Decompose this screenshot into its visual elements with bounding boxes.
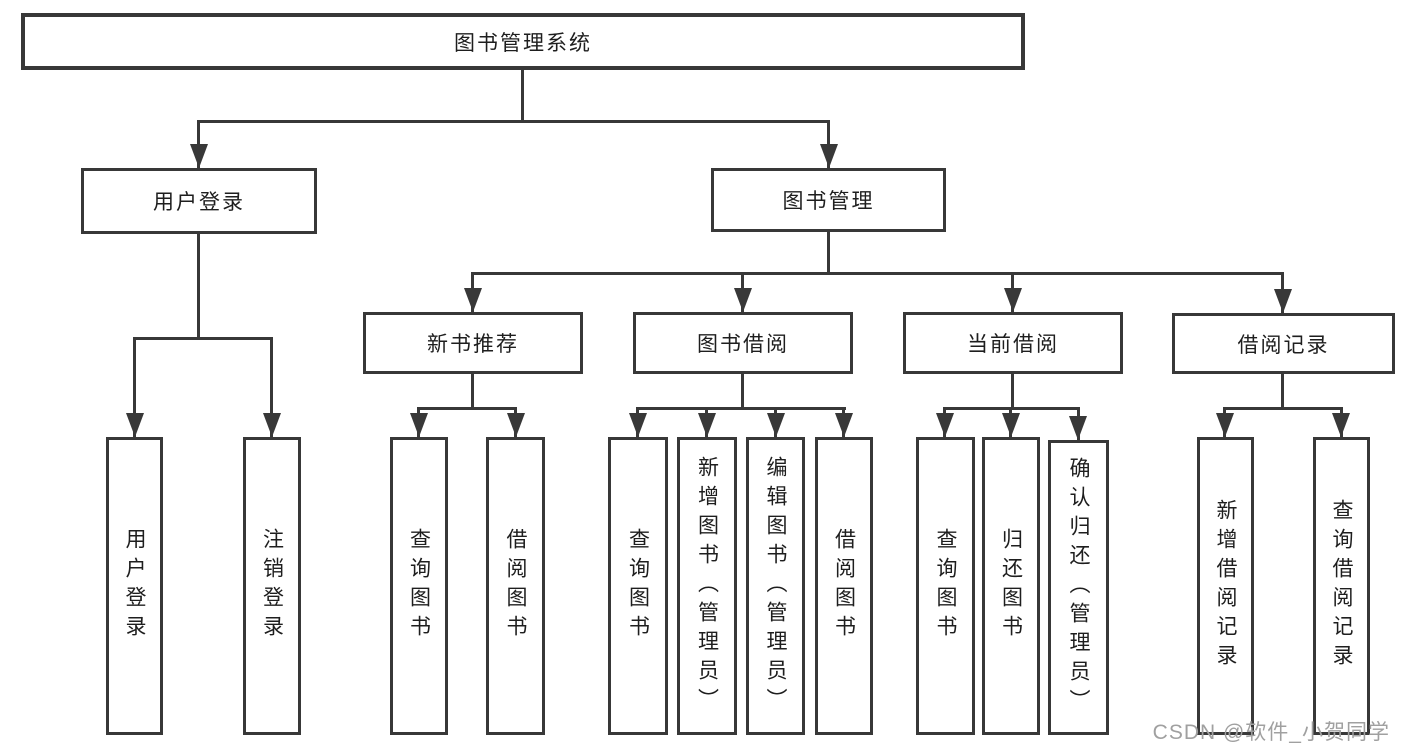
leaf-nb-borrow-books-label: 借阅图书 (504, 528, 527, 644)
arrowhead-leaf-user-login (126, 413, 144, 437)
node-new-book-recommend: 新书推荐 (363, 312, 583, 374)
arrowhead-borrow-records (1274, 289, 1292, 313)
edge-rc-bus (1223, 407, 1343, 410)
arrowhead-book-management (820, 144, 838, 168)
arrowhead-new-book-recommend (464, 288, 482, 312)
node-book-management-label: 图书管理 (782, 190, 875, 213)
edge-user-login-bus (133, 337, 273, 340)
arrowhead-nb-query (410, 413, 428, 437)
leaf-rc-query-record: 查询借阅记录 (1313, 437, 1370, 735)
leaf-cb-confirm-return-admin: 确认归还（管理员） (1048, 440, 1109, 735)
edge-drop-leaf-logout (270, 337, 273, 437)
leaf-rc-query-record-label: 查询借阅记录 (1330, 499, 1353, 673)
leaf-cb-confirm-return-admin-label: 确认归还（管理员） (1067, 457, 1090, 718)
leaf-nb-query-books-label: 查询图书 (407, 528, 431, 644)
node-book-borrow: 图书借阅 (633, 312, 853, 374)
leaf-nb-query-books: 查询图书 (390, 437, 448, 735)
arrowhead-nb-borrow (507, 413, 525, 437)
edge-cb-stub (1011, 374, 1014, 407)
node-book-management: 图书管理 (711, 168, 946, 232)
leaf-logout: 注销登录 (243, 437, 301, 735)
leaf-bb-edit-books-admin: 编辑图书（管理员） (746, 437, 805, 735)
edge-bb-bus (636, 407, 846, 410)
arrowhead-cb-return (1002, 413, 1020, 437)
leaf-bb-edit-books-admin-label: 编辑图书（管理员） (764, 455, 787, 717)
leaf-bb-borrow-books: 借阅图书 (815, 437, 873, 735)
node-user-login-label: 用户登录 (153, 191, 245, 214)
arrowhead-cb-query (936, 413, 954, 437)
leaf-user-login: 用户登录 (106, 437, 163, 735)
leaf-bb-borrow-books-label: 借阅图书 (832, 528, 856, 644)
leaf-nb-borrow-books: 借阅图书 (486, 437, 545, 735)
edge-bb-stub (741, 374, 744, 407)
arrowhead-cb-confirm (1069, 416, 1087, 440)
leaf-cb-return-books: 归还图书 (982, 437, 1040, 735)
arrowhead-leaf-logout (263, 413, 281, 437)
node-root-label: 图书管理系统 (454, 31, 592, 55)
edge-drop-leaf-user-login (133, 337, 136, 437)
leaf-bb-add-books-admin-label: 新增图书（管理员） (695, 455, 719, 717)
leaf-logout-label: 注销登录 (260, 528, 284, 644)
leaf-cb-return-books-label: 归还图书 (999, 528, 1023, 644)
arrowhead-bb-borrow (835, 413, 853, 437)
node-root: 图书管理系统 (21, 13, 1025, 70)
leaf-cb-query-books: 查询图书 (916, 437, 975, 735)
edge-book-management-stub (827, 232, 830, 272)
arrowhead-rc-query (1332, 413, 1350, 437)
node-book-borrow-label: 图书借阅 (697, 333, 789, 356)
node-borrow-records-label: 借阅记录 (1237, 333, 1330, 357)
arrowhead-bb-add (698, 413, 716, 437)
leaf-user-login-label: 用户登录 (123, 528, 146, 644)
edge-level3-bus (471, 272, 1284, 275)
edge-rc-stub (1281, 374, 1284, 407)
arrowhead-user-login (190, 144, 208, 168)
arrowhead-rc-add (1216, 413, 1234, 437)
leaf-rc-add-record-label: 新增借阅记录 (1214, 499, 1237, 673)
node-new-book-recommend-label: 新书推荐 (427, 333, 519, 356)
leaf-bb-query-books-label: 查询图书 (626, 528, 650, 644)
edge-nb-stub (471, 374, 474, 407)
leaf-rc-add-record: 新增借阅记录 (1197, 437, 1254, 735)
leaf-bb-add-books-admin: 新增图书（管理员） (677, 437, 737, 735)
leaf-cb-query-books-label: 查询图书 (934, 528, 957, 644)
edge-nb-bus (417, 407, 517, 410)
node-current-borrow: 当前借阅 (903, 312, 1123, 374)
node-borrow-records: 借阅记录 (1172, 313, 1395, 374)
node-user-login: 用户登录 (81, 168, 317, 234)
arrowhead-bb-edit (767, 413, 785, 437)
csdn-watermark: CSDN @软件_小贺同学 (1152, 721, 1390, 744)
edge-root-stub (521, 70, 524, 120)
node-current-borrow-label: 当前借阅 (967, 333, 1059, 356)
arrowhead-current-borrow (1004, 288, 1022, 312)
leaf-bb-query-books: 查询图书 (608, 437, 668, 735)
arrowhead-book-borrow (734, 288, 752, 312)
arrowhead-bb-query (629, 413, 647, 437)
edge-user-login-stub (197, 234, 200, 337)
edge-level2-bus (197, 120, 830, 123)
